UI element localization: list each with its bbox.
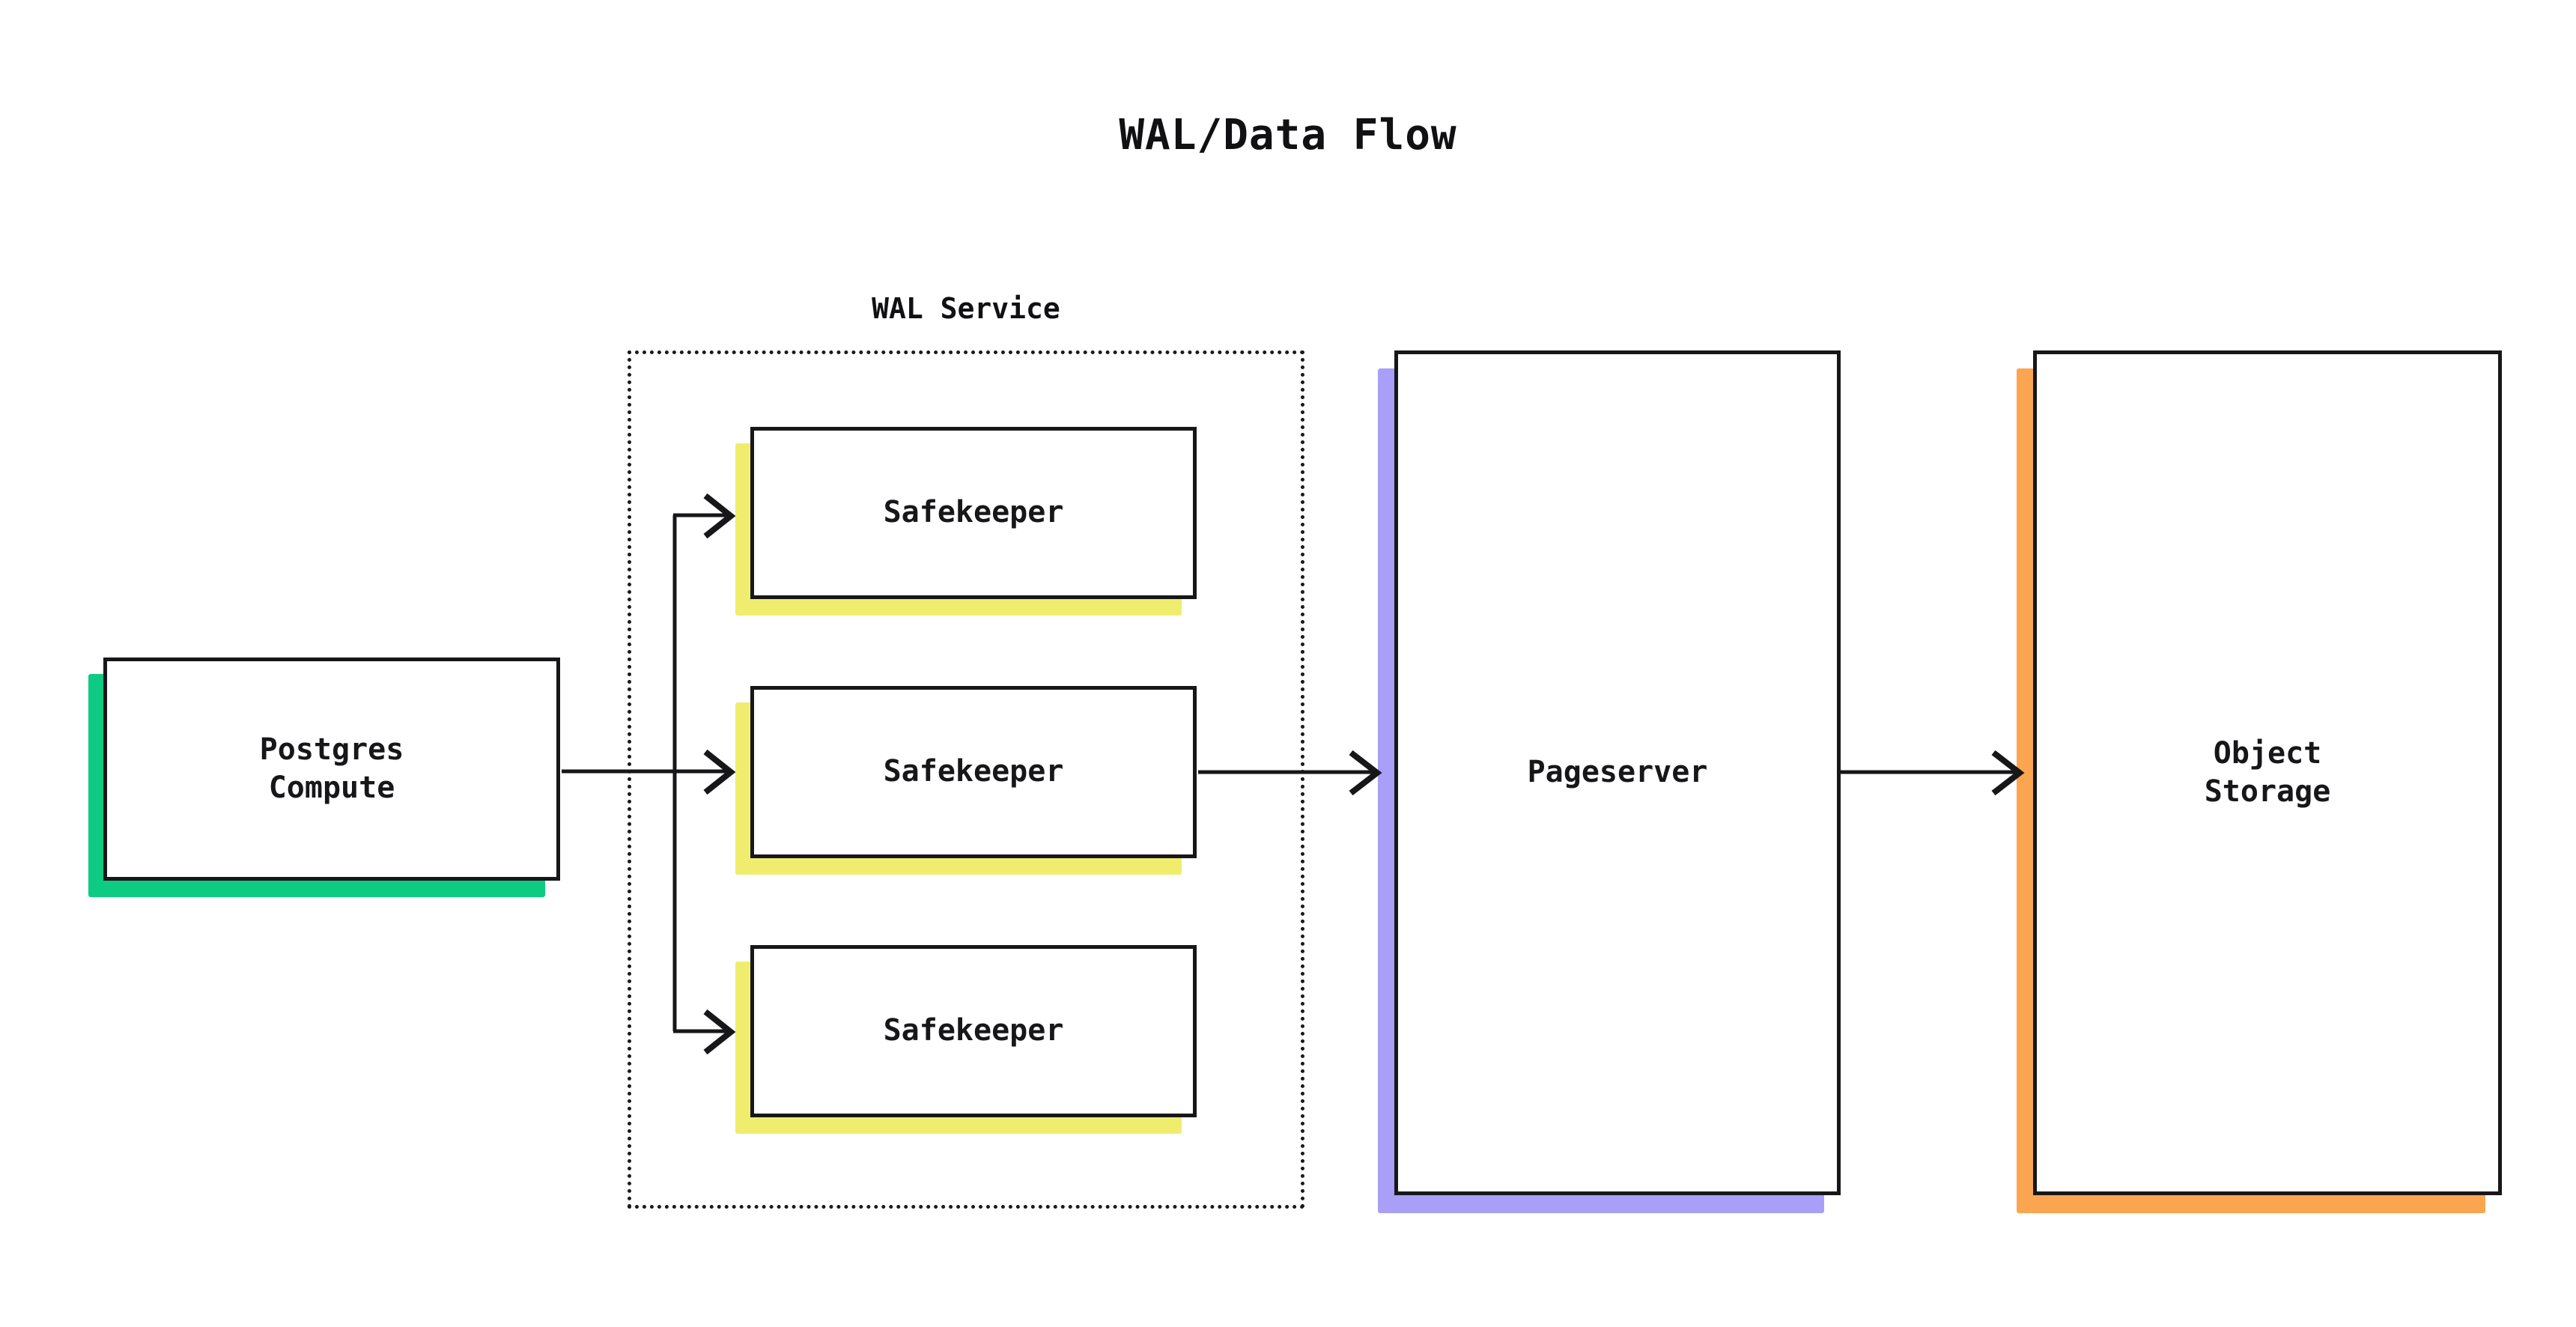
node-label-safekeeper-3: Safekeeper [883,1013,1064,1048]
node-postgres-compute[interactable]: Postgres Compute [103,658,560,881]
edge-pageserver-to-object-storage [1841,750,2025,796]
node-label-safekeeper-2: Safekeeper [883,754,1064,789]
node-label-pageserver: Pageserver [1527,755,1708,790]
node-label-safekeeper-1: Safekeeper [883,495,1064,530]
node-pageserver[interactable]: Pageserver [1394,350,1841,1195]
node-safekeeper-3[interactable]: Safekeeper [750,945,1197,1117]
node-label-object-storage: Object Storage [2204,735,2331,809]
cluster-wal-service [628,350,1304,1209]
node-safekeeper-2[interactable]: Safekeeper [750,686,1197,858]
node-safekeeper-1[interactable]: Safekeeper [750,427,1197,599]
page-title: WAL/Data Flow [1119,111,1457,160]
cluster-label-wal-service: WAL Service [872,292,1060,325]
node-object-storage[interactable]: Object Storage [2033,350,2502,1195]
node-label-postgres-compute: Postgres Compute [259,732,404,805]
